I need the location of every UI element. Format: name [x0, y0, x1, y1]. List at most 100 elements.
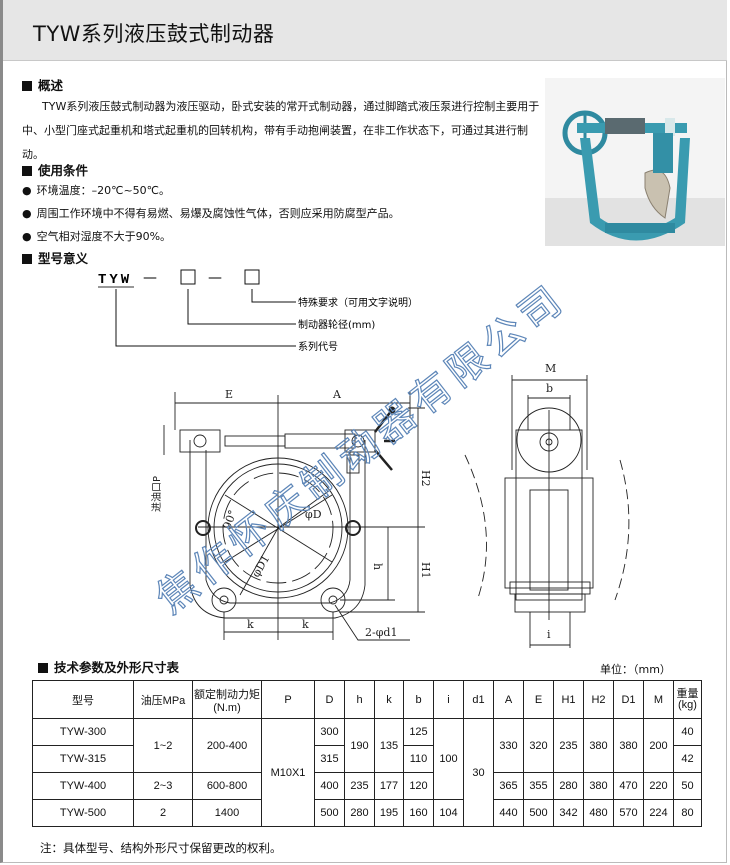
col-H2: H2	[583, 680, 614, 719]
cell: 570	[613, 799, 644, 827]
cell: 200	[643, 718, 674, 773]
col-model: 型号	[32, 680, 134, 719]
cell: 2~3	[133, 772, 193, 800]
dim-k: k	[247, 618, 254, 631]
label-diameter: 制动器轮径(mm)	[298, 318, 375, 331]
unit-label: 单位：（mm）	[600, 663, 671, 676]
cell: TYW-500	[32, 799, 134, 827]
col-d1: d1	[463, 680, 494, 719]
dash: —	[143, 270, 157, 286]
cell: 380	[613, 718, 644, 773]
dim-k: k	[302, 618, 309, 631]
dim-b: b	[546, 382, 553, 395]
oil-inlet-label: 进油口P	[150, 476, 163, 512]
cell: 365	[493, 772, 524, 800]
cell: 300	[314, 718, 345, 746]
torque-unit: (N.m)	[213, 701, 241, 714]
col-i: i	[433, 680, 464, 719]
table-row: TYW-300 1~2 200-400 M10X1 300 190 135 12…	[32, 718, 702, 827]
table-row: TYW-315 315 110 42	[32, 745, 702, 773]
col-A: A	[493, 680, 524, 719]
col-torque: 额定制动力矩(N.m)	[192, 680, 262, 719]
dash: —	[208, 270, 222, 286]
cell: 480	[583, 799, 614, 827]
cell: TYW-315	[32, 745, 134, 773]
cell: 380	[583, 772, 614, 800]
title-bar: TYW系列液压鼓式制动器	[3, 0, 727, 61]
cell: TYW-300	[32, 718, 134, 746]
cell: 220	[643, 772, 674, 800]
cell: 160	[403, 799, 434, 827]
cell: 280	[553, 772, 584, 800]
cell: 330	[493, 718, 524, 773]
weight-label: 重量	[676, 687, 699, 700]
cell: 30	[463, 718, 494, 827]
cell: 1~2	[133, 718, 193, 773]
col-D1: D1	[613, 680, 644, 719]
dim-h: h	[371, 563, 384, 570]
cell: 110	[403, 745, 434, 773]
table-header-row: 型号 油压MPa 额定制动力矩(N.m) P D h k b i d1 A E …	[32, 680, 702, 719]
cell: 320	[523, 718, 554, 773]
angle-label: 90°	[221, 508, 240, 531]
dim-H1: H1	[419, 562, 432, 579]
page-title: TYW系列液压鼓式制动器	[33, 22, 275, 46]
dim-A: A	[332, 388, 342, 401]
label-special: 特殊要求（可用文字说明）	[298, 296, 418, 309]
col-pressure: 油压MPa	[133, 680, 193, 719]
cell: 100	[433, 718, 464, 800]
cell: TYW-400	[32, 772, 134, 800]
conditions-heading: 使用条件	[22, 160, 88, 179]
cell: 104	[433, 799, 464, 827]
col-b: b	[403, 680, 434, 719]
cell: 177	[374, 772, 404, 800]
col-E: E	[523, 680, 554, 719]
cell: 190	[344, 718, 375, 773]
cell: 280	[344, 799, 375, 827]
cell: 40	[673, 718, 702, 746]
col-H1: H1	[553, 680, 584, 719]
cell: 195	[374, 799, 404, 827]
dim-D: φD	[305, 508, 322, 521]
cell: 440	[493, 799, 524, 827]
cell: 125	[403, 718, 434, 746]
special-box	[244, 269, 260, 285]
condition-item: 空气相对湿度不大于90%。	[22, 228, 171, 244]
cell: 235	[344, 772, 375, 800]
cell: 500	[314, 799, 345, 827]
cell: 2	[133, 799, 193, 827]
weight-unit: (kg)	[678, 698, 697, 711]
cell: 470	[613, 772, 644, 800]
footnote: 注：具体型号、结构外形尺寸保留更改的权利。	[40, 841, 282, 855]
dim-d1: 2-φd1	[365, 626, 397, 639]
cell: 235	[553, 718, 584, 773]
col-M: M	[643, 680, 674, 719]
condition-item: 环境温度：–20℃~50℃。	[22, 182, 170, 198]
cell: 50	[673, 772, 702, 800]
cell: 355	[523, 772, 554, 800]
col-P: P	[261, 680, 315, 719]
table-row: TYW-400 2~3 600-800 400 235 177 120 365 …	[32, 772, 702, 800]
cell: 342	[553, 799, 584, 827]
dim-M: M	[545, 362, 556, 375]
dim-E: E	[225, 388, 233, 401]
condition-item: 周围工作环境中不得有易燃、易爆及腐蚀性气体，否则应采用防腐型产品。	[22, 205, 400, 221]
table-heading: 技术参数及外形尺寸表	[38, 657, 179, 676]
dim-H2: H2	[419, 470, 432, 487]
table-row: TYW-500 2 1400 500 280 195 160 104 440 5…	[32, 799, 702, 827]
cell: 380	[583, 718, 614, 773]
cell: 1400	[192, 799, 262, 827]
model-meaning-heading: 型号意义	[22, 248, 88, 267]
col-k: k	[374, 680, 404, 719]
spec-table: 型号 油压MPa 额定制动力矩(N.m) P D h k b i d1 A E …	[32, 680, 702, 827]
model-code: TYW	[98, 272, 132, 288]
cell: 135	[374, 718, 404, 773]
col-D: D	[314, 680, 345, 719]
cell: 400	[314, 772, 345, 800]
product-photo	[545, 78, 725, 246]
cell: 500	[523, 799, 554, 827]
